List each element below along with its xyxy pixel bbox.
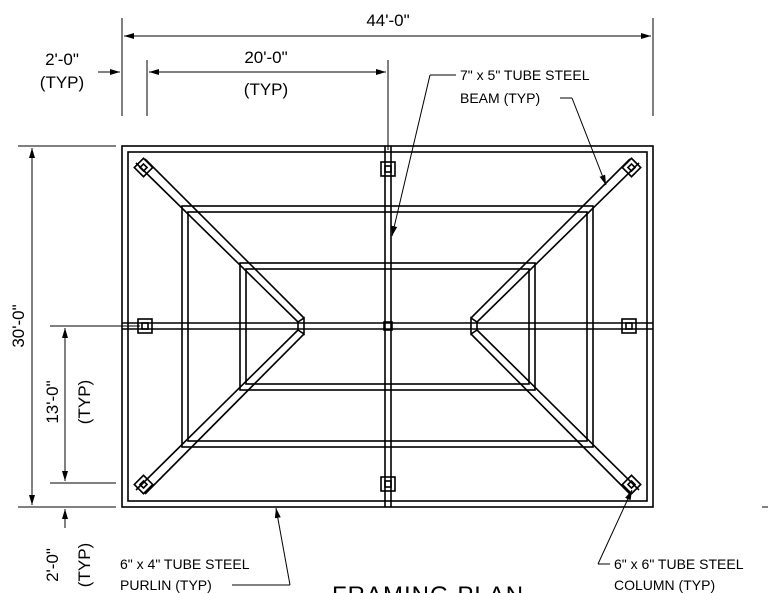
- bay-width-dimension: 20'-0" (TYP): [146, 48, 389, 150]
- framing-structure: [121, 145, 654, 508]
- column-callout-line2: COLUMN (TYP): [614, 577, 715, 593]
- column-top-left: [133, 157, 154, 178]
- overall-width-label: 44'-0": [366, 11, 409, 30]
- column-mid-right: [621, 318, 637, 334]
- top-offset-label: 2'-0": [45, 50, 79, 69]
- purlin-callout: 6" x 4" TUBE STEEL PURLIN (TYP): [120, 507, 291, 593]
- top-offset-note: (TYP): [40, 73, 84, 92]
- column-callout-line1: 6" x 6" TUBE STEEL: [614, 556, 744, 572]
- hip-beams: [135, 158, 640, 495]
- bay-depth-note: (TYP): [75, 380, 94, 424]
- beam-callout-line1: 7" x 5" TUBE STEEL: [460, 67, 590, 83]
- column-top-right: [621, 157, 642, 178]
- column-bottom-left: [133, 474, 154, 495]
- drawing-title: FRAMING PLAN: [332, 582, 524, 593]
- overall-width-dimension: 44'-0": [121, 11, 654, 116]
- beam-callout-line2: BEAM (TYP): [460, 90, 540, 106]
- bottom-offset-label: 2'-0": [43, 548, 62, 582]
- bay-width-label: 20'-0": [244, 48, 287, 67]
- bottom-offset-dimension: 2'-0" (TYP): [43, 509, 94, 587]
- column-top-center: [380, 161, 396, 177]
- purlin-callout-line1: 6" x 4" TUBE STEEL: [120, 556, 250, 572]
- bay-depth-dimension: 13'-0" (TYP): [43, 325, 140, 484]
- column-mid-left: [137, 318, 153, 334]
- beam-vertical: [384, 146, 392, 507]
- column-bottom-center: [380, 476, 396, 492]
- overall-depth-label: 30'-0": [9, 304, 28, 347]
- bay-depth-label: 13'-0": [43, 380, 62, 423]
- ridge-beam-horizontal: [122, 322, 653, 330]
- purlin-callout-line2: PURLIN (TYP): [120, 577, 212, 593]
- overall-depth-dimension: 30'-0": [9, 145, 116, 508]
- purlin-ring-inner: [239, 262, 536, 391]
- purlin-ring-middle: [181, 205, 594, 448]
- top-offset-dimension: 2'-0" (TYP): [40, 50, 172, 92]
- column-callout: 6" x 6" TUBE STEEL COLUMN (TYP): [597, 489, 744, 593]
- beam-callout: 7" x 5" TUBE STEEL BEAM (TYP): [391, 67, 607, 237]
- bottom-offset-note: (TYP): [75, 543, 94, 587]
- column-bottom-right: [621, 474, 642, 495]
- bay-width-note: (TYP): [244, 80, 288, 99]
